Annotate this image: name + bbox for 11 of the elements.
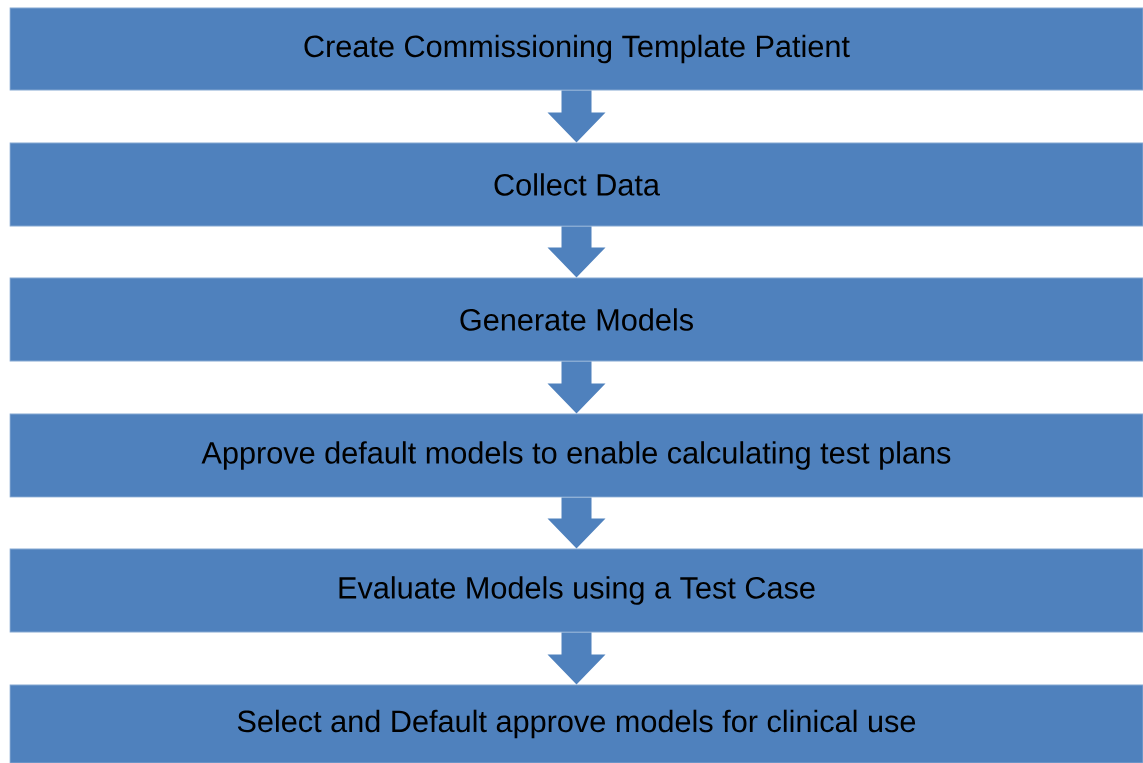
- block-arrow: [547, 90, 606, 143]
- process-box: Generate Models: [9, 277, 1143, 362]
- process-box: Create Commissioning Template Patient: [9, 7, 1143, 91]
- process-box: Select and Default approve models for clinical use: [9, 684, 1143, 763]
- process-box: Evaluate Models using a Test Case: [9, 548, 1143, 633]
- block-arrow: [547, 632, 606, 685]
- block-arrow: [547, 226, 606, 278]
- block-arrow: [547, 361, 606, 414]
- process-box: Approve default models to enable calculating test plans: [9, 413, 1143, 498]
- block-arrow: [547, 497, 606, 549]
- process-box: Collect Data: [9, 142, 1143, 227]
